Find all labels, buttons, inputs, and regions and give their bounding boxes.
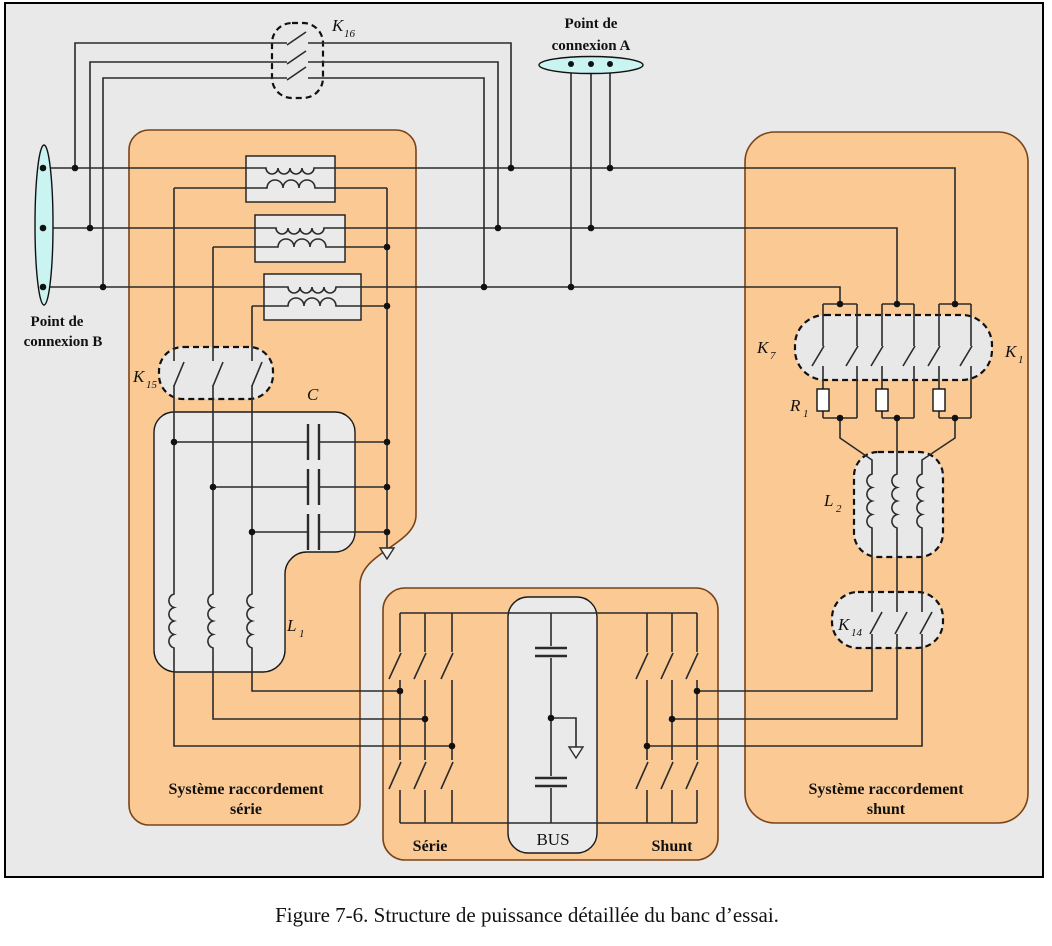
point-b-label-line2: connexion B bbox=[24, 334, 103, 350]
k16-contactor-box bbox=[270, 21, 325, 100]
transformer-3-box bbox=[263, 273, 362, 321]
figure-caption: Figure 7-6. Structure de puissance détai… bbox=[275, 903, 779, 927]
transformer-1-box bbox=[245, 155, 336, 203]
l1-label-sub: 1 bbox=[299, 628, 305, 640]
bridge-lower-switch-blades bbox=[388, 761, 699, 790]
bus-line-1 bbox=[43, 167, 956, 304]
k16-label-sub: 16 bbox=[344, 28, 356, 40]
k1-label: K bbox=[1004, 342, 1018, 361]
c-label: C bbox=[307, 385, 319, 404]
k7-label: K bbox=[756, 338, 770, 357]
bus-dc-block: BUS bbox=[507, 596, 598, 854]
k15-contactor-box bbox=[157, 345, 275, 401]
k15-label-sub: 15 bbox=[146, 379, 158, 391]
r1-resistor-1 bbox=[816, 388, 830, 412]
k16-bypass-wires bbox=[74, 31, 512, 287]
k15-switch-blades bbox=[173, 361, 263, 387]
point-a-label-line1: Point de bbox=[565, 16, 618, 32]
l2-inductor-box bbox=[852, 450, 945, 559]
shunt-system-label-line1: Système raccordement bbox=[808, 781, 964, 798]
k16-label: K bbox=[331, 16, 345, 35]
shunt-bridge-label: Shunt bbox=[652, 838, 694, 855]
serie-phase-wires bbox=[168, 188, 452, 747]
r1-resistor-2 bbox=[875, 388, 889, 412]
serie-bridge-label: Série bbox=[413, 838, 448, 855]
r1-resistor-3 bbox=[932, 388, 946, 412]
r1-label: R bbox=[789, 396, 801, 415]
shunt-system-label-line2: shunt bbox=[867, 801, 906, 818]
bus-label: BUS bbox=[536, 830, 569, 849]
k14-contactor-box bbox=[830, 590, 945, 650]
k7-label-sub: 7 bbox=[770, 350, 776, 362]
dc-ground-arrow-icon bbox=[567, 746, 585, 760]
capacitor-bank bbox=[174, 424, 387, 550]
k14-label: K bbox=[837, 615, 851, 634]
capacitor-inductor-bank-outline bbox=[153, 411, 356, 673]
k15-label: K bbox=[132, 367, 146, 386]
serie-system-label-line1: Système raccordement bbox=[168, 781, 324, 798]
ground-arrow-icon bbox=[378, 547, 396, 561]
three-phase-bus-lines bbox=[43, 167, 956, 304]
k1-label-sub: 1 bbox=[1018, 354, 1024, 366]
point-connexion-a: Point de connexion A bbox=[538, 16, 644, 75]
point-b-label-line1: Point de bbox=[31, 314, 84, 330]
k14-label-sub: 14 bbox=[851, 627, 863, 639]
bus-line-2 bbox=[43, 227, 898, 304]
component-labels: K 16 K 15 C L 1 K 7 K 1 R 1 L 2 K 14 bbox=[132, 16, 1024, 640]
r1-label-sub: 1 bbox=[803, 408, 809, 420]
point-a-feeders bbox=[570, 64, 611, 287]
k16-switch-blades bbox=[286, 31, 307, 81]
l2-label-sub: 2 bbox=[836, 503, 842, 515]
point-a-label-line2: connexion A bbox=[552, 38, 631, 54]
junction-dots bbox=[39, 61, 959, 750]
l2-label: L bbox=[823, 491, 833, 510]
bridge-upper-switch-blades bbox=[388, 652, 699, 680]
dc-bus-capacitors bbox=[535, 646, 567, 788]
bus-line-3 bbox=[43, 286, 841, 304]
k7-k1-contactor-box bbox=[793, 313, 994, 382]
k7-k1-switch-blades bbox=[811, 345, 973, 367]
l1-label: L bbox=[286, 616, 296, 635]
k14-switch-blades bbox=[869, 611, 933, 635]
shunt-phase-wires bbox=[647, 303, 973, 747]
serie-system-label-line2: série bbox=[230, 801, 262, 818]
